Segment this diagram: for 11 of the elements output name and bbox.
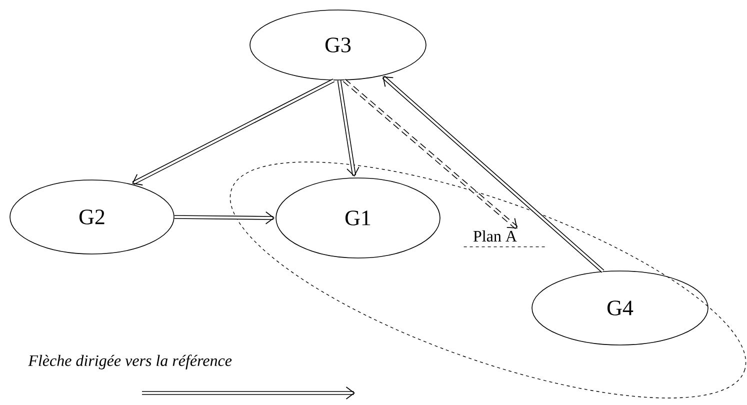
double-arrow [132,78,335,186]
double-arrow [343,78,518,230]
legend-text: Flèche dirigée vers la référence [28,354,232,370]
double-arrow [382,76,604,273]
ellipse-node: G1 [276,178,440,258]
double-arrow [337,80,360,177]
double-arrow [174,211,275,224]
ellipse-node: G4 [532,270,708,346]
ellipse-node: G3 [250,10,426,80]
plan-label: Plan A [473,230,517,242]
ellipse-node: G2 [10,180,174,254]
